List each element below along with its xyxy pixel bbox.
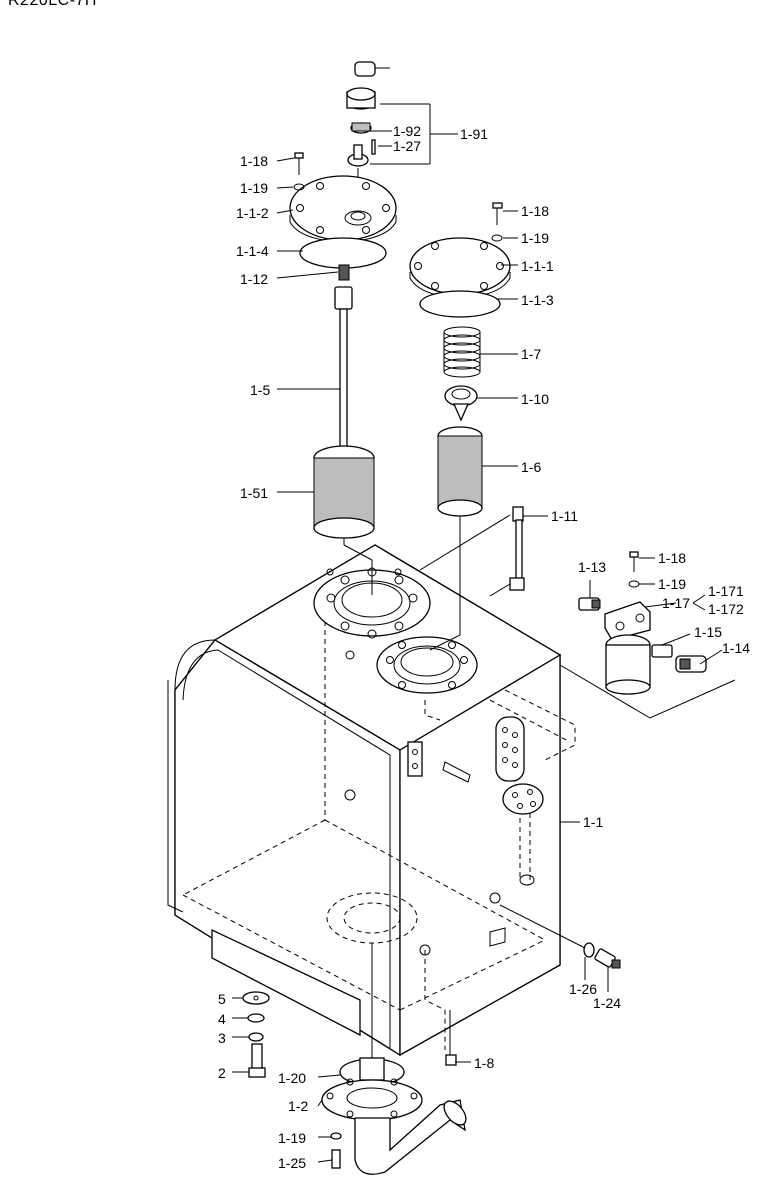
label-1-20: 1-20 <box>278 1070 306 1086</box>
mounting-hardware <box>242 991 270 1078</box>
line-filter-assembly <box>578 551 707 695</box>
label-1-51: 1-51 <box>240 485 268 501</box>
label-1-171: 1-171 <box>708 583 744 599</box>
label-1-7: 1-7 <box>521 346 541 362</box>
label-1-19-left: 1-19 <box>240 180 268 196</box>
label-1-8: 1-8 <box>474 1055 494 1071</box>
left-cover-assembly <box>289 152 397 595</box>
label-1-19-filter: 1-19 <box>658 576 686 592</box>
part-labels: 1-92 1-27 1-91 1-18 1-19 1-1-2 1-1-4 1-1… <box>218 123 750 1171</box>
hydraulic-tank <box>167 544 736 1057</box>
suction-pipe-assembly <box>321 943 467 1175</box>
leader-lines <box>232 157 723 1163</box>
pipe-assembly <box>419 506 525 597</box>
label-1-14: 1-14 <box>722 640 750 656</box>
label-1-1-3: 1-1-3 <box>521 292 554 308</box>
label-1-5: 1-5 <box>250 382 270 398</box>
label-1-13: 1-13 <box>578 559 606 575</box>
label-1-26: 1-26 <box>569 981 597 997</box>
label-3: 3 <box>218 1030 226 1046</box>
label-1-1: 1-1 <box>583 814 603 830</box>
label-1-18-left: 1-18 <box>240 153 268 169</box>
label-1-24: 1-24 <box>593 995 621 1011</box>
label-2: 2 <box>218 1065 226 1081</box>
label-1-18-right: 1-18 <box>521 203 549 219</box>
label-1-25: 1-25 <box>278 1155 306 1171</box>
label-1-17: 1-17 <box>662 595 690 611</box>
label-1-12: 1-12 <box>240 271 268 287</box>
label-1-172: 1-172 <box>708 601 744 617</box>
label-1-27: 1-27 <box>393 138 421 154</box>
right-cover-assembly <box>409 202 511 651</box>
label-1-11: 1-11 <box>551 508 578 524</box>
label-1-19-right: 1-19 <box>521 230 549 246</box>
label-4: 4 <box>218 1011 226 1027</box>
label-1-1-2: 1-1-2 <box>236 205 269 221</box>
label-1-91: 1-91 <box>460 126 488 142</box>
label-1-18-filter: 1-18 <box>658 550 686 566</box>
page-title: R220LC-7H <box>8 0 97 9</box>
label-1-1-4: 1-1-4 <box>236 243 269 259</box>
label-5: 5 <box>218 991 226 1007</box>
label-1-92: 1-92 <box>393 123 421 139</box>
breather-assembly <box>346 61 458 182</box>
label-1-6: 1-6 <box>521 459 541 475</box>
label-1-19-bottom: 1-19 <box>278 1130 306 1146</box>
label-1-1-1: 1-1-1 <box>521 258 554 274</box>
level-sensor-assembly <box>499 904 621 969</box>
label-1-10: 1-10 <box>521 391 549 407</box>
label-1-2: 1-2 <box>288 1098 308 1114</box>
label-1-15: 1-15 <box>694 624 722 640</box>
